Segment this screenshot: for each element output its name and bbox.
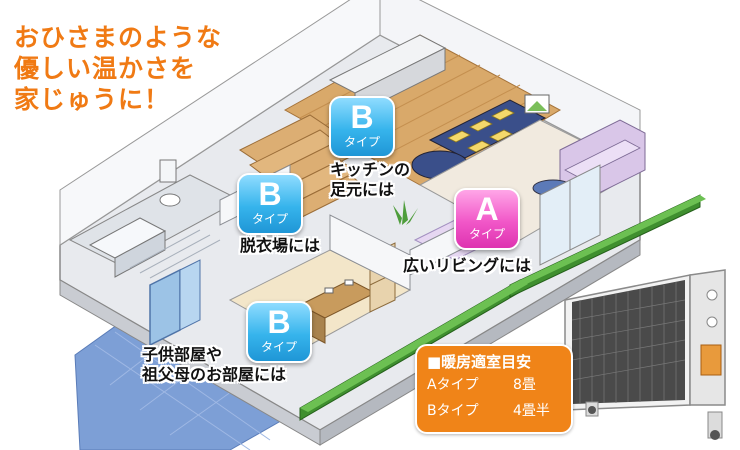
label-kitchen-line-1: キッチンの xyxy=(330,160,411,179)
potted-plant xyxy=(393,200,418,225)
heater-dial xyxy=(706,289,718,301)
headline-line-2: 優しい温かさを xyxy=(14,54,197,83)
washbasin xyxy=(159,159,177,183)
label-living-line-1: 広いリビングには xyxy=(403,256,532,275)
guide-row: Bタイプ 4畳半 xyxy=(427,398,561,424)
badge-letter: B xyxy=(267,304,291,340)
badge-kitchen-b-type: B タイプ xyxy=(329,96,395,158)
headline-line-1: おひさまのような xyxy=(14,23,223,52)
label-kitchen: キッチンの 足元には xyxy=(330,160,410,200)
guide-title: ■暖房適室目安 xyxy=(427,353,532,371)
badge-letter: B xyxy=(350,99,374,135)
room-size-guide: ■暖房適室目安 Aタイプ 8畳 Bタイプ 4畳半 xyxy=(415,344,573,434)
heater-label-panel xyxy=(700,344,722,376)
hedges xyxy=(299,194,706,421)
guide-row-type: Bタイプ xyxy=(427,403,479,419)
headline: おひさまのような 優しい温かさを 家じゅうに！ xyxy=(14,22,222,115)
badge-letter: A xyxy=(475,191,499,227)
badge-living-a-type: A タイプ xyxy=(454,188,520,250)
label-kids: 子供部屋や 祖父母のお部屋には xyxy=(142,345,286,385)
placemats xyxy=(447,108,515,153)
label-bathroom-line-1: 脱衣場には xyxy=(240,236,321,255)
panel-heater xyxy=(564,269,726,440)
label-kids-line-2: 祖父母のお部屋には xyxy=(142,365,287,384)
heater-dial-2 xyxy=(706,316,718,328)
label-kitchen-line-2: 足元には xyxy=(330,180,395,199)
guide-row: Aタイプ 8畳 xyxy=(427,372,561,398)
badge-kids-b-type: B タイプ xyxy=(246,301,312,363)
badge-bathroom-b-type: B タイプ xyxy=(237,173,303,235)
house-side-edge xyxy=(319,239,641,446)
badge-subtitle: タイプ xyxy=(468,227,505,241)
guide-row-type: Aタイプ xyxy=(427,377,479,393)
dining-table xyxy=(428,99,547,159)
label-bathroom: 脱衣場には xyxy=(240,236,320,256)
label-living: 広いリビングには xyxy=(403,256,531,276)
badge-subtitle: タイプ xyxy=(260,340,297,354)
toilet xyxy=(159,193,181,207)
headline-line-3: 家じゅうに！ xyxy=(14,85,171,114)
guide-row-size: 4畳半 xyxy=(513,403,550,419)
guide-row-size: 8畳 xyxy=(513,377,536,393)
badge-letter: B xyxy=(258,176,282,212)
badge-subtitle: タイプ xyxy=(251,212,288,226)
bath-grid-floor xyxy=(129,229,221,279)
badge-subtitle: タイプ xyxy=(343,135,380,149)
label-kids-line-1: 子供部屋や xyxy=(142,345,223,364)
